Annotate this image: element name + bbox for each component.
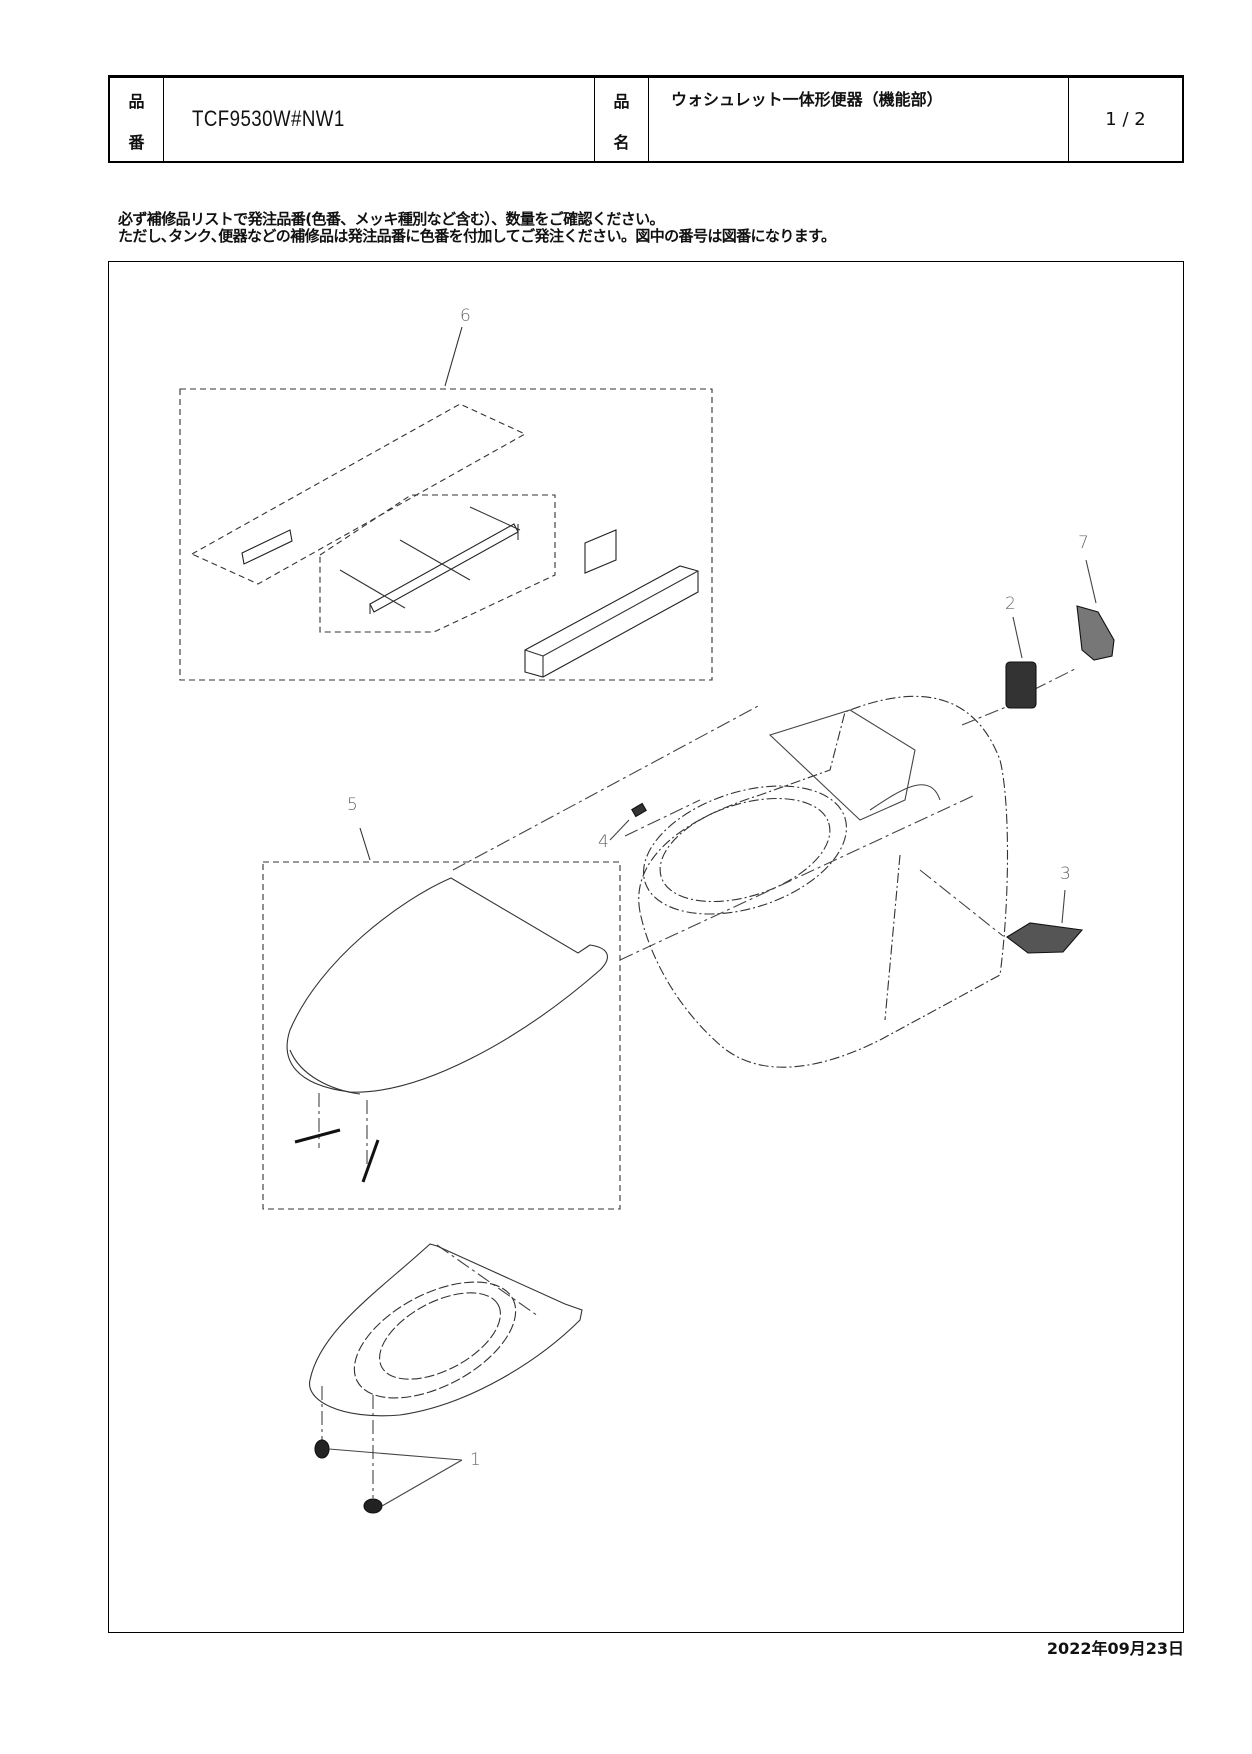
- callout-7: 7: [1078, 533, 1089, 553]
- part-name-label: 品 名: [595, 78, 649, 161]
- title-block: 品 番 TCF9530W#NW1 品 名 ウォシュレット一体形便器（機能部） 1…: [108, 75, 1184, 163]
- part-number-label: 品 番: [110, 78, 164, 161]
- part-number-label-bottom: 番: [128, 133, 145, 152]
- nozzle-fitting-icon: [609, 802, 647, 841]
- part-name-cell: ウォシュレット一体形便器（機能部）: [649, 78, 1069, 161]
- part-number-cell: TCF9530W#NW1: [164, 78, 595, 161]
- control-panel-label-icon: [241, 529, 293, 565]
- page-count: 1 / 2: [1105, 109, 1146, 130]
- part-name-label-bottom: 名: [613, 133, 630, 152]
- group-5-box: [262, 861, 621, 1210]
- toilet-lid-icon: [286, 877, 608, 1095]
- part-name: ウォシュレット一体形便器（機能部）: [671, 90, 943, 109]
- part-number-label-top: 品: [128, 92, 145, 111]
- wand-assembly: [768, 709, 941, 821]
- group-6-subarea: [190, 403, 527, 585]
- leader-5: [359, 827, 371, 861]
- toilet-body-outline: [638, 695, 1009, 1068]
- callout-3: 3: [1060, 864, 1071, 884]
- leader-1: [328, 1448, 463, 1507]
- issue-date: 2022年09月23日: [1046, 1639, 1184, 1658]
- group-6-bracket-area: [319, 494, 556, 633]
- mounting-bracket-icon: [339, 506, 521, 614]
- instruction-line-2: ただし､タンク､便器などの補修品は発注品番に色番を付加してご発注ください。図中の…: [118, 227, 836, 245]
- hinge-pin-icon: [294, 1128, 380, 1183]
- exploded-diagram-frame: [108, 261, 1184, 1633]
- filter-cover-icon: [1076, 559, 1115, 661]
- leader-3: [1061, 889, 1066, 924]
- part-number: TCF9530W#NW1: [192, 106, 345, 131]
- callout-4: 4: [598, 832, 609, 852]
- label-plate-icon: [1006, 889, 1084, 954]
- leader-7: [1085, 559, 1097, 604]
- group-6-box: [179, 388, 713, 681]
- instructions: 必ず補修品リストで発注品番(色番、メッキ種別など含む）、数量をご確認ください。 …: [118, 210, 836, 245]
- instruction-line-1: 必ず補修品リストで発注品番(色番、メッキ種別など含む）、数量をご確認ください。: [118, 210, 665, 228]
- callout-5: 5: [347, 795, 358, 815]
- part-name-label-top: 品: [613, 92, 630, 111]
- leader-2: [1012, 616, 1023, 659]
- remote-panel-icon: [524, 529, 699, 678]
- page-count-cell: 1 / 2: [1069, 78, 1182, 161]
- filter-icon: [1005, 616, 1037, 709]
- callout-2: 2: [1005, 594, 1016, 614]
- callout-6: 6: [460, 306, 471, 326]
- seat-bumper-icons: [314, 1439, 383, 1514]
- toilet-seat-icon: [309, 1243, 583, 1417]
- leader-6: [444, 326, 463, 387]
- callout-1: 1: [470, 1450, 481, 1470]
- assembly-lines: [318, 667, 1078, 1498]
- leader-4: [609, 819, 630, 841]
